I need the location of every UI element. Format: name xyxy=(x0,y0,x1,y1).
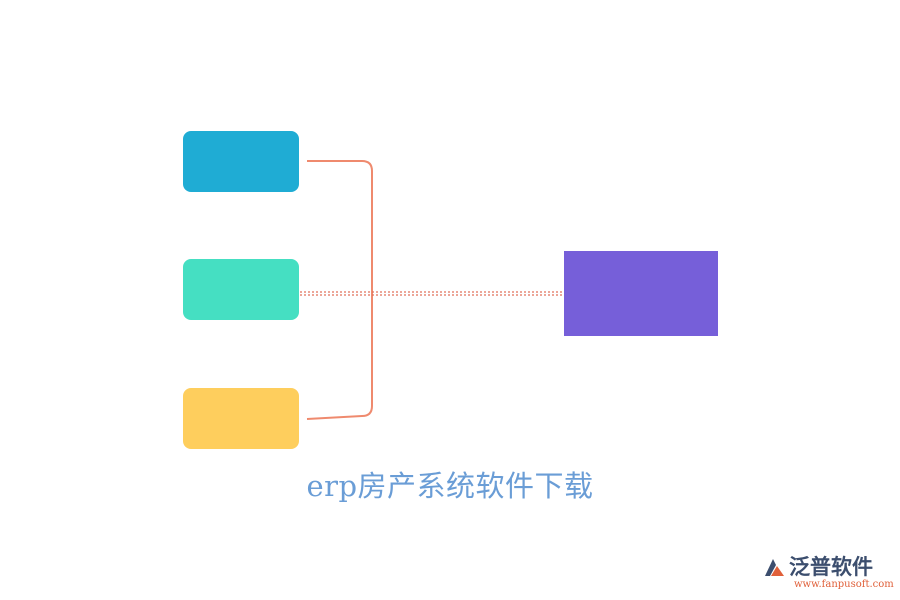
fanpu-logo-icon xyxy=(765,559,784,576)
watermark-brand: 泛普软件 xyxy=(789,555,873,579)
logo-mark-accent xyxy=(771,566,784,576)
target-box xyxy=(564,251,718,336)
watermark-logo: 泛普软件 www.fanpusoft.com xyxy=(762,553,894,593)
bracket-connector xyxy=(306,160,373,420)
watermark-url: www.fanpusoft.com xyxy=(794,579,894,590)
left-box-middle xyxy=(183,259,299,320)
diagram-caption: erp房产系统软件下载 xyxy=(306,469,594,503)
logo-mark-dark xyxy=(765,559,776,576)
left-box-bottom xyxy=(183,388,299,449)
left-box-top xyxy=(183,131,299,192)
